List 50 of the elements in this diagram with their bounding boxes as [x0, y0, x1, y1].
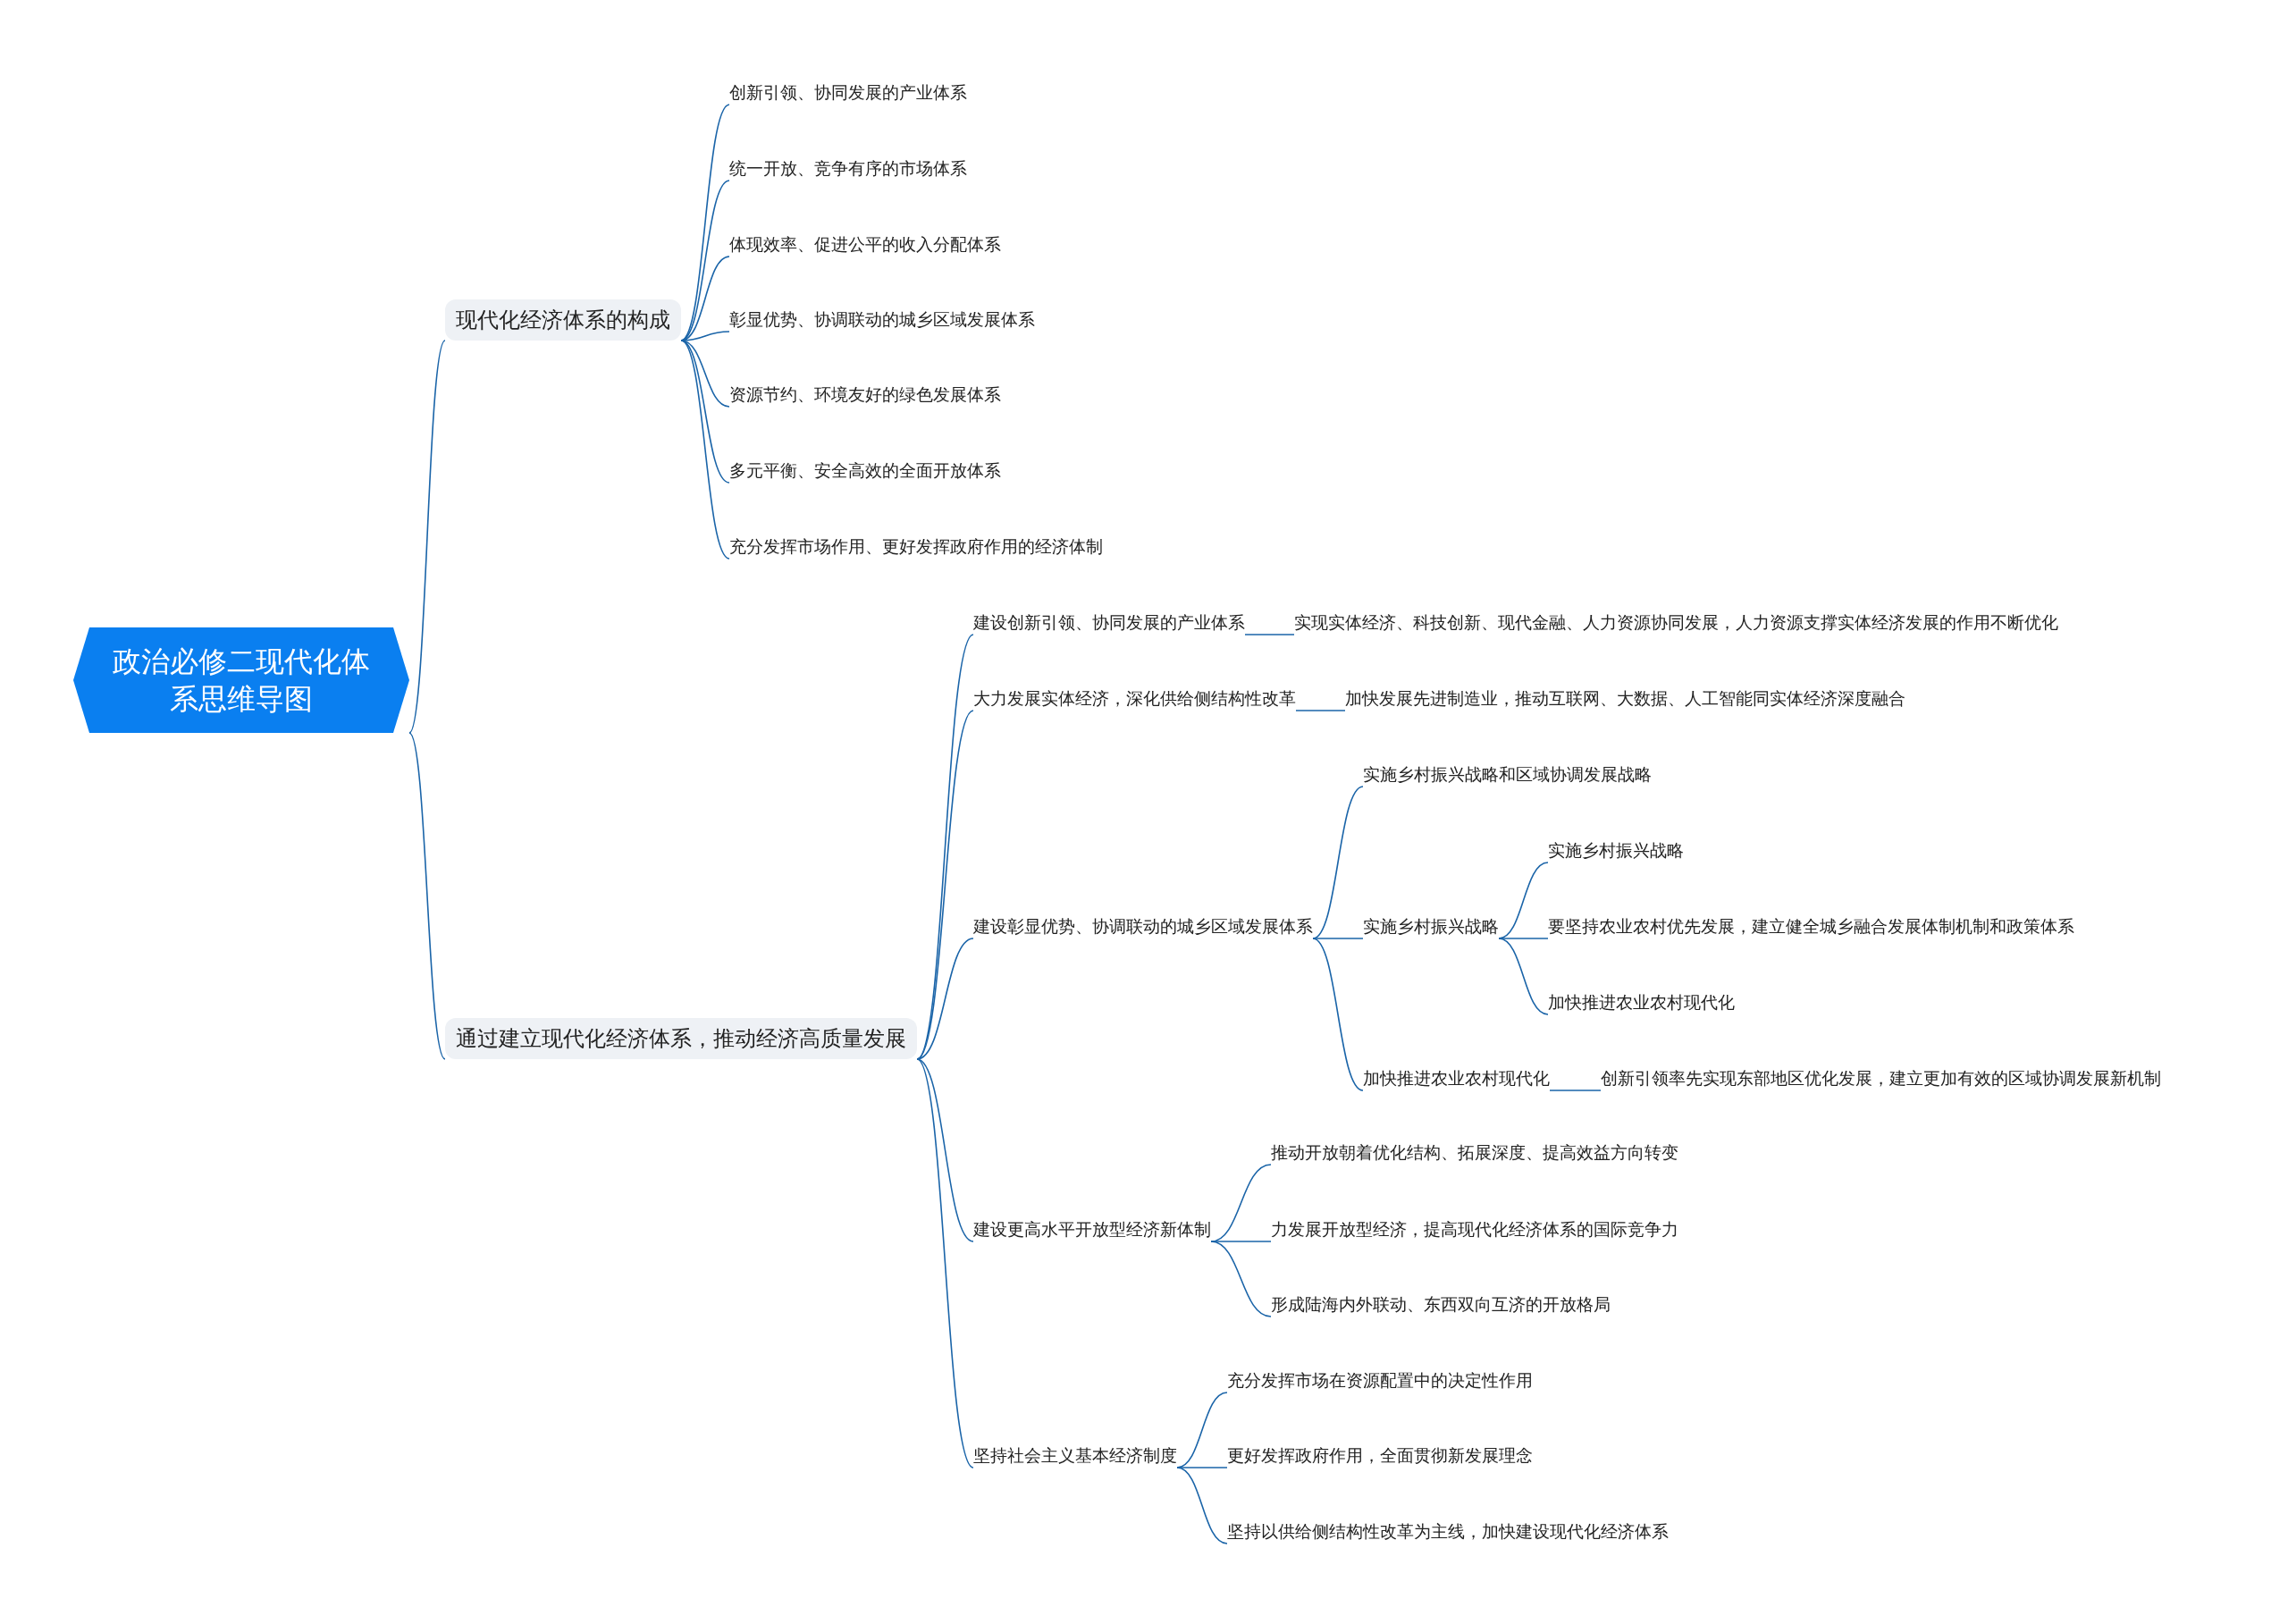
branch-connector — [1549, 1090, 1602, 1091]
subtopic-text: 体现效率、促进公平的收入分配体系 — [729, 233, 1001, 257]
branch-connector — [680, 180, 730, 341]
subtopic-text: 建设更高水平开放型经济新体制 — [973, 1218, 1211, 1241]
branch-connector — [680, 340, 730, 484]
branch-connector — [916, 1058, 974, 1242]
subtopic-text: 实施乡村振兴战略和区域协调发展战略 — [1363, 763, 1652, 787]
central-topic: 政治必修二现代化体系思维导图 — [73, 627, 409, 733]
subtopic-text: 加快推进农业农村现代化 — [1548, 991, 1735, 1014]
branch-connector — [1244, 634, 1295, 635]
branch-connector — [1498, 938, 1549, 1015]
subtopic-text: 创新引领率先实现东部地区优化发展，建立更加有效的区域协调发展新机制 — [1601, 1067, 2161, 1090]
main-topic: 通过建立现代化经济体系，推动经济高质量发展 — [445, 1018, 917, 1059]
subtopic-text: 坚持社会主义基本经济制度 — [973, 1444, 1177, 1468]
subtopic-text: 实现实体经济、科技创新、现代金融、人力资源协同发展，人力资源支撑实体经济发展的作用不断优化 — [1294, 611, 2058, 635]
branch-connector — [1312, 938, 1364, 939]
subtopic-text: 要坚持农业农村优先发展，建立健全城乡融合发展体制机制和政策体系 — [1548, 915, 2074, 938]
subtopic-text: 加快发展先进制造业，推动互联网、大数据、人工智能同实体经济深度融合 — [1345, 687, 1905, 711]
branch-connector — [1176, 1467, 1228, 1544]
branch-connector — [1498, 938, 1549, 939]
branch-connector — [408, 340, 446, 734]
subtopic-text: 更好发挥政府作用，全面贯彻新发展理念 — [1227, 1444, 1533, 1468]
branch-connector — [680, 340, 730, 560]
subtopic-text: 推动开放朝着优化结构、拓展深度、提高效益方向转变 — [1271, 1141, 1678, 1165]
subtopic-text: 彰显优势、协调联动的城乡区域发展体系 — [729, 308, 1035, 332]
branch-connector — [1176, 1467, 1228, 1468]
subtopic-text: 多元平衡、安全高效的全面开放体系 — [729, 459, 1001, 483]
branch-connector — [1210, 1241, 1272, 1242]
subtopic-text: 充分发挥市场在资源配置中的决定性作用 — [1227, 1369, 1533, 1393]
subtopic-text: 资源节约、环境友好的绿色发展体系 — [729, 383, 1001, 407]
subtopic-text: 加快推进农业农村现代化 — [1363, 1067, 1550, 1090]
subtopic-text: 统一开放、竞争有序的市场体系 — [729, 157, 967, 181]
subtopic-text: 形成陆海内外联动、东西双向互济的开放格局 — [1271, 1293, 1611, 1317]
branch-connector — [1295, 710, 1346, 711]
subtopic-text: 建设彰显优势、协调联动的城乡区域发展体系 — [973, 915, 1313, 938]
subtopic-text: 实施乡村振兴战略 — [1363, 915, 1499, 938]
main-topic: 现代化经济体系的构成 — [445, 299, 681, 341]
subtopic-text: 充分发挥市场作用、更好发挥政府作用的经济体制 — [729, 535, 1103, 559]
branch-connector — [1210, 1241, 1272, 1317]
subtopic-text: 创新引领、协同发展的产业体系 — [729, 81, 967, 105]
branch-connector — [1312, 938, 1364, 1091]
subtopic-text: 大力发展实体经济，深化供给侧结构性改革 — [973, 687, 1296, 711]
subtopic-text: 实施乡村振兴战略 — [1548, 839, 1684, 862]
subtopic-text: 力发展开放型经济，提高现代化经济体系的国际竞争力 — [1271, 1218, 1678, 1241]
branch-connector — [916, 710, 974, 1060]
subtopic-text: 建设创新引领、协同发展的产业体系 — [973, 611, 1245, 635]
subtopic-text: 坚持以供给侧结构性改革为主线，加快建设现代化经济体系 — [1227, 1520, 1669, 1544]
branch-connector — [916, 938, 974, 1060]
branch-connector — [408, 732, 446, 1060]
branch-connector — [916, 1058, 974, 1468]
